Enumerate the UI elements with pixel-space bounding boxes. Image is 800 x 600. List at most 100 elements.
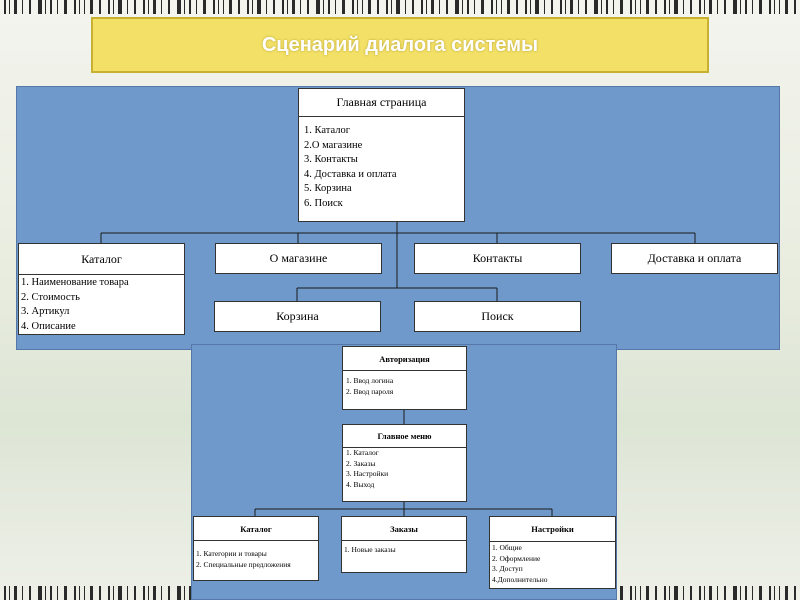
stripe bbox=[247, 0, 249, 14]
stripe bbox=[570, 0, 573, 14]
stripe bbox=[229, 0, 232, 14]
stripe bbox=[606, 0, 608, 14]
stripe bbox=[690, 0, 692, 14]
stripe bbox=[213, 0, 215, 14]
stripe bbox=[396, 0, 400, 14]
stripe bbox=[462, 0, 463, 14]
stripe bbox=[335, 0, 336, 14]
list-item: 2. Заказы bbox=[346, 458, 376, 468]
list-item: 6. Поиск bbox=[304, 197, 343, 209]
stripe bbox=[377, 0, 379, 14]
stripe bbox=[168, 0, 170, 14]
stripe bbox=[431, 0, 434, 14]
stripe bbox=[535, 0, 539, 14]
stripe bbox=[664, 0, 666, 14]
stripe bbox=[14, 586, 17, 600]
stripe bbox=[565, 0, 566, 14]
stripe bbox=[560, 0, 562, 14]
contacts-title: Контакты bbox=[472, 251, 523, 265]
stripe bbox=[203, 0, 206, 14]
catalog-title: Каталог bbox=[19, 244, 184, 275]
admin-orders-node: Заказы 1. Новые заказы bbox=[341, 516, 467, 573]
stripe bbox=[143, 586, 145, 600]
admin-settings-node: Настройки 1. Общие 2. Оформление 3. Дост… bbox=[489, 516, 616, 589]
admin-settings-list: 1. Общие 2. Оформление 3. Доступ 4.Допол… bbox=[490, 542, 615, 585]
list-item: 1. Категории и товары bbox=[196, 549, 267, 558]
auth-title: Авторизация bbox=[343, 347, 466, 371]
stripe bbox=[307, 0, 309, 14]
stripe bbox=[161, 586, 162, 600]
stripe bbox=[785, 0, 788, 14]
stripe bbox=[740, 0, 741, 14]
stripe bbox=[161, 0, 162, 14]
list-item: 2. Оформление bbox=[492, 553, 541, 563]
stripe bbox=[38, 0, 42, 14]
list-item: 4.Дополнительно bbox=[492, 574, 548, 584]
search-node: Поиск bbox=[414, 301, 581, 332]
stripe bbox=[481, 0, 484, 14]
stripe bbox=[177, 586, 181, 600]
stripe bbox=[189, 586, 191, 600]
stripe bbox=[717, 586, 718, 600]
list-item: 5. Корзина bbox=[304, 183, 352, 194]
stripe bbox=[292, 0, 295, 14]
stripe bbox=[113, 0, 114, 14]
stripe bbox=[108, 0, 110, 14]
stripe bbox=[99, 586, 101, 600]
stripe bbox=[779, 0, 780, 14]
stripe bbox=[9, 0, 10, 14]
stripe bbox=[14, 0, 17, 14]
stripe bbox=[491, 0, 493, 14]
stripe bbox=[507, 0, 510, 14]
stripe bbox=[733, 0, 737, 14]
stripe bbox=[74, 586, 76, 600]
stripe bbox=[29, 0, 31, 14]
stripe bbox=[282, 0, 284, 14]
stripe bbox=[774, 586, 775, 600]
cart-title: Корзина bbox=[276, 309, 319, 323]
stripe bbox=[257, 0, 261, 14]
stripe bbox=[223, 0, 224, 14]
stripe bbox=[779, 586, 780, 600]
stripe bbox=[218, 0, 219, 14]
stripe bbox=[64, 0, 67, 14]
stripe bbox=[99, 0, 101, 14]
stripe bbox=[752, 0, 753, 14]
stripe bbox=[759, 0, 762, 14]
stripe bbox=[90, 0, 93, 14]
stripe bbox=[578, 0, 579, 14]
stripe bbox=[635, 0, 636, 14]
stripe bbox=[153, 0, 156, 14]
search-title: Поиск bbox=[481, 309, 514, 323]
list-item: 1. Каталог bbox=[346, 448, 379, 457]
stripe bbox=[74, 0, 76, 14]
stripe bbox=[516, 0, 518, 14]
stripe bbox=[699, 0, 701, 14]
stripe bbox=[118, 586, 122, 600]
stripe bbox=[196, 0, 197, 14]
stripe bbox=[733, 586, 737, 600]
stripe bbox=[412, 0, 414, 14]
stripe bbox=[467, 0, 469, 14]
stripe bbox=[655, 586, 657, 600]
contacts-node: Контакты bbox=[414, 243, 581, 274]
stripe bbox=[646, 586, 649, 600]
stripe bbox=[108, 586, 110, 600]
stripe bbox=[45, 586, 46, 600]
list-item: 3. Доступ bbox=[492, 564, 523, 573]
stripe bbox=[342, 0, 345, 14]
stripe bbox=[496, 0, 497, 14]
stripe bbox=[794, 0, 796, 14]
stripe bbox=[501, 0, 502, 14]
stripe bbox=[674, 0, 678, 14]
stripe bbox=[57, 586, 58, 600]
stripe bbox=[709, 0, 712, 14]
stripe bbox=[717, 0, 718, 14]
stripe bbox=[745, 0, 747, 14]
stripe bbox=[328, 0, 330, 14]
list-item: 1. Новые заказы bbox=[344, 545, 396, 554]
stripe bbox=[594, 0, 598, 14]
stripe bbox=[646, 0, 649, 14]
list-item: 4. Доставка и оплата bbox=[304, 168, 397, 180]
stripe bbox=[655, 0, 657, 14]
